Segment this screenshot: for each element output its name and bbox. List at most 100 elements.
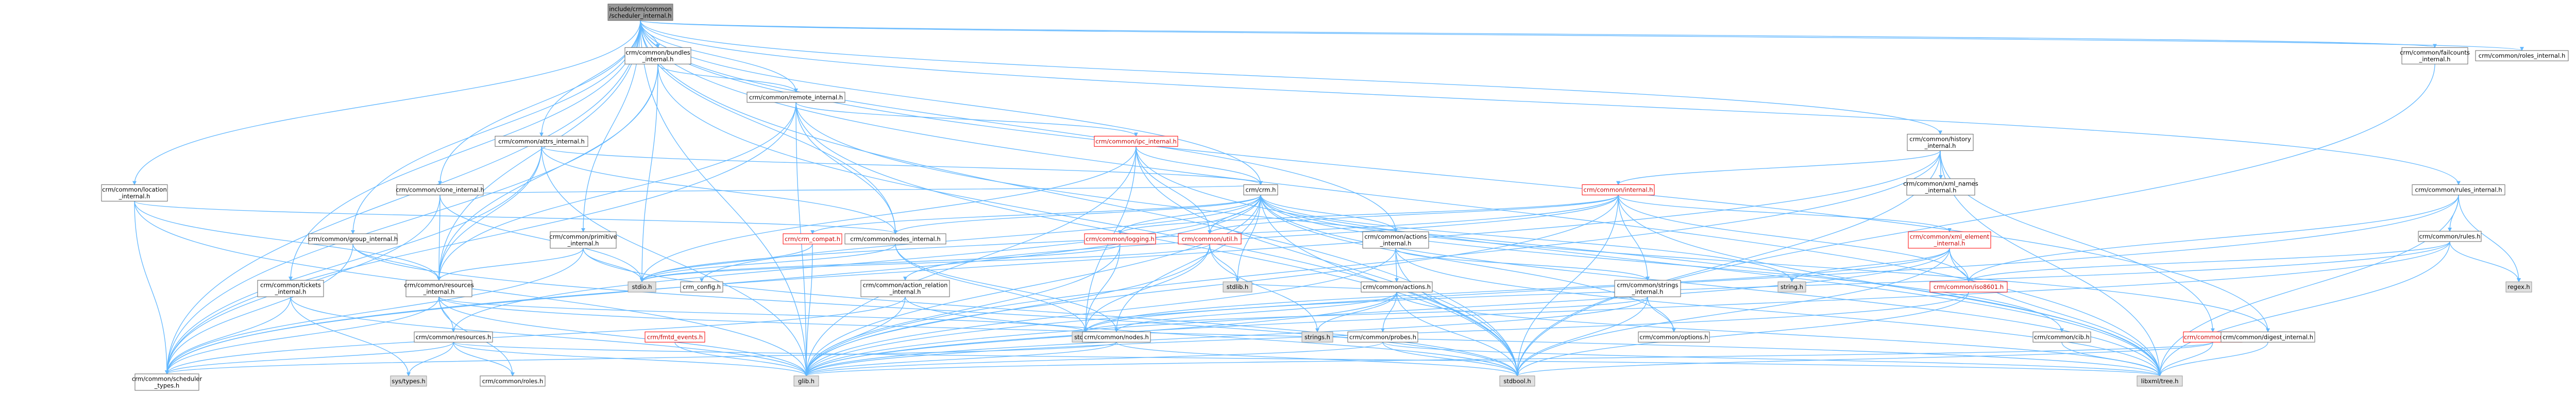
edge-attrs-to-scheduler_types (165, 146, 542, 374)
edge-ipc-to-libxml (1136, 146, 2162, 377)
node-actions_internal[interactable]: crm/common/actions_internal.h (1362, 231, 1429, 249)
edge-resources_internal-to-libxml (438, 297, 2162, 377)
edge-resources-to-systypes (406, 342, 454, 377)
node-rules_internal[interactable]: crm/common/rules_internal.h (2412, 184, 2505, 196)
node-fmt_events-label-line: crm/fmtd_events.h (647, 333, 703, 340)
node-rules_internal-label-line: crm/common/rules_internal.h (2415, 186, 2502, 194)
edge-resources-to-scheduler_types (165, 341, 454, 374)
node-rules_internal-box (2412, 184, 2505, 196)
edge-iso8601-to-stdbool (1515, 292, 1969, 377)
node-resources-box (414, 331, 493, 343)
node-actions-box (1361, 281, 1433, 293)
node-failcounts[interactable]: crm/common/failcounts_internal.h (2400, 47, 2470, 64)
node-probes[interactable]: crm/common/probes.h (1347, 331, 1418, 343)
node-nodes_internal[interactable]: crm/common/nodes_internal.h (844, 233, 946, 245)
edge-crm-to-string (1260, 195, 1794, 283)
node-compat[interactable]: crm/crm_compat.h (783, 233, 842, 245)
node-ipc[interactable]: crm/common/ipc_internal.h (1094, 135, 1178, 147)
edge-crm-to-actions_internal (1260, 195, 1398, 232)
node-util[interactable]: crm/common/util.h (1178, 233, 1242, 245)
node-bundles[interactable]: crm/common/bundles_internal.h (624, 47, 691, 64)
node-strings_internal[interactable]: crm/common/strings_internal.h (1614, 280, 1681, 297)
node-crm[interactable]: crm/crm.h (1243, 184, 1278, 196)
edge-action_relation-to-scheduler_types (165, 297, 906, 374)
node-failcounts-label-line: crm/common/failcounts (2400, 49, 2470, 56)
node-nodes_internal-label-line: crm/common/nodes_internal.h (850, 235, 940, 243)
node-stdbool: stdbool.h (1499, 375, 1535, 387)
node-primitive-box (550, 231, 617, 249)
node-remote[interactable]: crm/common/remote_internal.h (747, 92, 845, 103)
node-fmt_events[interactable]: crm/fmtd_events.h (645, 331, 705, 343)
node-string: string.h (1777, 281, 1806, 293)
edge-history-to-glib (804, 150, 1941, 377)
node-xml_element[interactable]: crm/common/xml_element_internal.h (1908, 231, 1991, 249)
node-logging-box (1084, 233, 1156, 245)
node-xml_element-label-line: crm/common/xml_element (1910, 233, 1990, 240)
node-digest[interactable]: crm/common/digest_internal.h (2221, 331, 2315, 343)
node-location-label-line: crm/common/location (102, 186, 167, 193)
node-logging[interactable]: crm/common/logging.h (1084, 233, 1156, 245)
node-scheduler_types[interactable]: crm/common/scheduler_types.h (132, 373, 202, 391)
node-options[interactable]: crm/common/options.h (1638, 331, 1710, 343)
node-strings: strings.h (1301, 331, 1333, 343)
node-internal[interactable]: crm/common/internal.h (1582, 184, 1655, 196)
node-actions[interactable]: crm/common/actions.h (1361, 281, 1433, 293)
node-ipc-label-line: crm/common/ipc_internal.h (1095, 138, 1177, 145)
node-location[interactable]: crm/common/location_internal.h (101, 184, 168, 202)
node-roles_internal[interactable]: crm/common/roles_internal.h (2475, 50, 2569, 61)
edge-internal-to-xml_element (1618, 195, 1952, 232)
node-cib[interactable]: crm/common/cib.h (2032, 331, 2091, 343)
edge-util-to-glib (804, 244, 1210, 377)
node-stdbool-box (1499, 375, 1535, 387)
node-resources_internal[interactable]: crm/common/resources_internal.h (404, 280, 474, 297)
node-crm-box (1243, 184, 1278, 196)
node-bundles-box (624, 47, 691, 64)
node-crm_config[interactable]: crm_config.h (680, 281, 723, 293)
node-iso8601[interactable]: crm/common/iso8601.h (1929, 281, 2008, 293)
node-rules[interactable]: crm/common/rules.h (2418, 231, 2482, 242)
node-bundles-label-line: _internal.h (642, 56, 674, 63)
edge-bundles-to-remote (657, 64, 798, 93)
node-group[interactable]: crm/common/group_internal.h (308, 233, 398, 245)
node-history[interactable]: crm/common/history_internal.h (1907, 133, 1974, 151)
edge-ipc-to-crm (1136, 146, 1263, 185)
node-util-label-line: crm/common/util.h (1181, 235, 1238, 243)
node-resources_internal-box (405, 280, 472, 297)
node-stdio-label-line: stdio.h (632, 283, 652, 291)
node-libxml-box (2137, 375, 2183, 387)
edge-attrs-to-nodes_internal (541, 146, 897, 234)
node-primitive[interactable]: crm/common/primitive_internal.h (549, 231, 617, 249)
node-nodes[interactable]: crm/common/nodes.h (1082, 331, 1151, 343)
edge-ipc-to-stdbool (1136, 146, 1519, 377)
edge-digest-to-libxml (2158, 342, 2268, 377)
node-root[interactable]: include/crm/common/scheduler_internal.h (607, 4, 673, 21)
node-tickets-label-line: _internal.h (275, 288, 307, 296)
node-xml_names[interactable]: crm/common/xml_names_internal.h (1903, 178, 1978, 196)
node-stdlib-box (1223, 281, 1252, 293)
node-roles[interactable]: crm/common/roles.h (480, 375, 546, 387)
edge-crm-to-cib (1260, 195, 2064, 333)
edge-xml_element-to-glib (804, 248, 1950, 377)
node-attrs[interactable]: crm/common/attrs_internal.h (495, 135, 588, 147)
node-tickets[interactable]: crm/common/tickets_internal.h (257, 280, 324, 297)
edge-internal-to-stdbool (1515, 195, 1619, 377)
node-stdlib-label-line: stdlib.h (1227, 283, 1248, 291)
node-attrs-label-line: crm/common/attrs_internal.h (498, 138, 585, 145)
node-probes-label-line: crm/common/probes.h (1349, 333, 1416, 340)
edge-ipc-to-stdio (640, 146, 1137, 283)
node-resources[interactable]: crm/common/resources.h (414, 331, 493, 343)
node-action_relation[interactable]: crm/common/action_relation_internal.h (860, 280, 950, 297)
edge-history-to-internal (1616, 150, 1941, 185)
edge-attrs-to-crm (541, 146, 1263, 185)
node-group-box (308, 233, 398, 245)
node-clone[interactable]: crm/common/clone_internal.h (396, 184, 484, 196)
node-strings-box (1301, 331, 1333, 343)
node-stdio: stdio.h (628, 281, 656, 293)
node-resources_internal-label-line: crm/common/resources (404, 282, 474, 289)
edge-rules-to-glib (804, 241, 2450, 377)
edge-internal-to-libxml (1618, 195, 2162, 377)
edge-root-to-actions_internal (640, 20, 1398, 232)
edge-root-to-scheduler_types (165, 20, 641, 374)
edge-primitive-to-stdbool (583, 248, 1519, 377)
node-crm_config-box (680, 281, 723, 293)
